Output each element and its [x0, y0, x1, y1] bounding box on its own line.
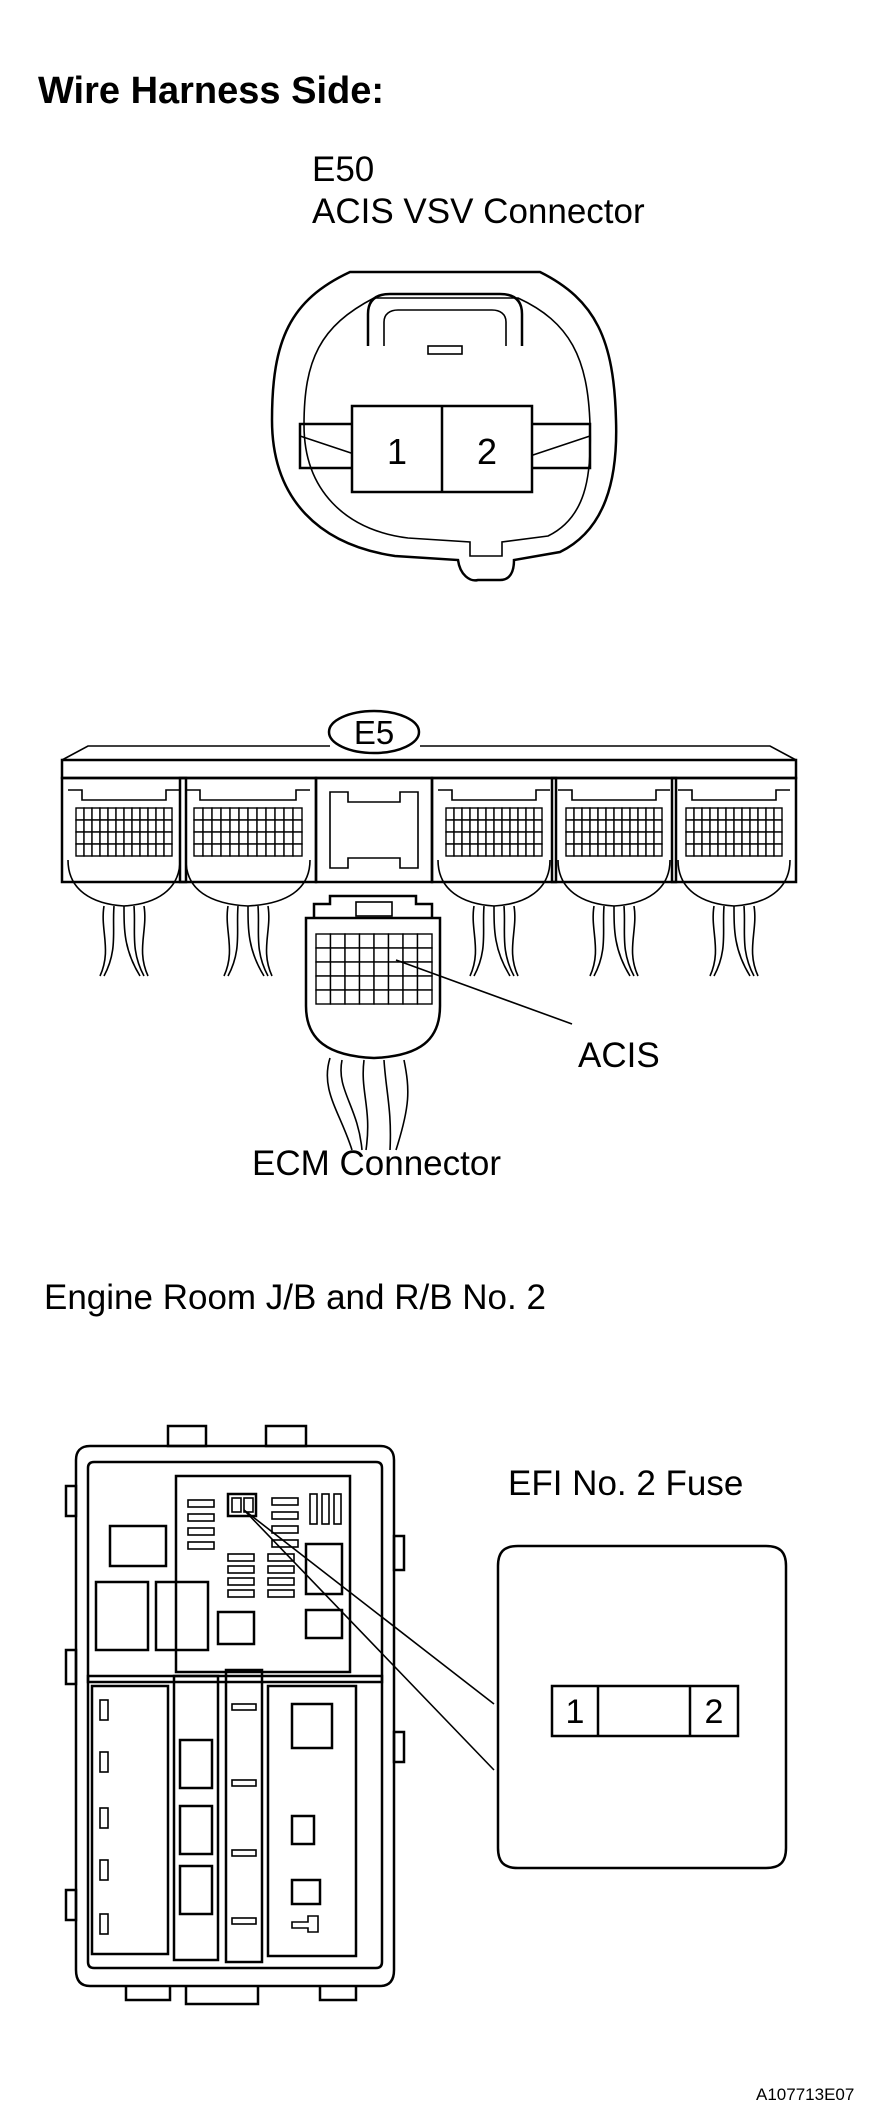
vsv-terminal-1: 1: [387, 431, 407, 472]
fuse-terminal-1: 1: [566, 1693, 585, 1731]
ecm-mating-connector: [304, 894, 442, 1151]
acis-leader-line: [395, 959, 573, 1025]
ecm-empty-slot: [314, 776, 434, 884]
ecm-code-oval: [327, 709, 421, 755]
fuse-terminal-2: 2: [705, 1693, 724, 1731]
ecm-socket-5: [670, 776, 798, 977]
vsv-connector-latch: [366, 292, 524, 346]
figure-code: A107713E07: [756, 2085, 855, 2104]
acis-pin-label: ACIS: [578, 1036, 660, 1075]
efi-fuse-in-block: [226, 1492, 258, 1518]
vsv-connector-housing: [270, 270, 618, 582]
ecm-socket-4: [550, 776, 678, 977]
vsv-terminal-2: 2: [477, 431, 497, 472]
fuse-callout-bubble: [496, 1544, 788, 1870]
efi-fuse-enlarged: [550, 1684, 740, 1738]
ecm-connector-body: [60, 758, 798, 780]
fuse-callout-line: [243, 1509, 495, 1705]
efi-fuse-label: EFI No. 2 Fuse: [508, 1464, 744, 1503]
vsv-connector-name: ACIS VSV Connector: [312, 192, 645, 231]
ecm-connector-caption: ECM Connector: [252, 1144, 501, 1183]
ecm-socket-1: [60, 776, 188, 977]
jb-outer-housing: [74, 1444, 396, 1988]
ecm-connector-code: E5: [354, 714, 394, 751]
diagram-heading: Wire Harness Side:: [38, 70, 385, 112]
ecm-connector-drawing: E5: [60, 709, 798, 1151]
junction-block-drawing: 1 2: [64, 1424, 788, 2006]
ecm-socket-3: [430, 776, 558, 977]
ecm-socket-2: [178, 776, 318, 977]
vsv-connector-code: E50: [312, 150, 375, 189]
vsv-connector-drawing: 1 2: [270, 270, 618, 582]
junction-block-title: Engine Room J/B and R/B No. 2: [44, 1278, 546, 1317]
